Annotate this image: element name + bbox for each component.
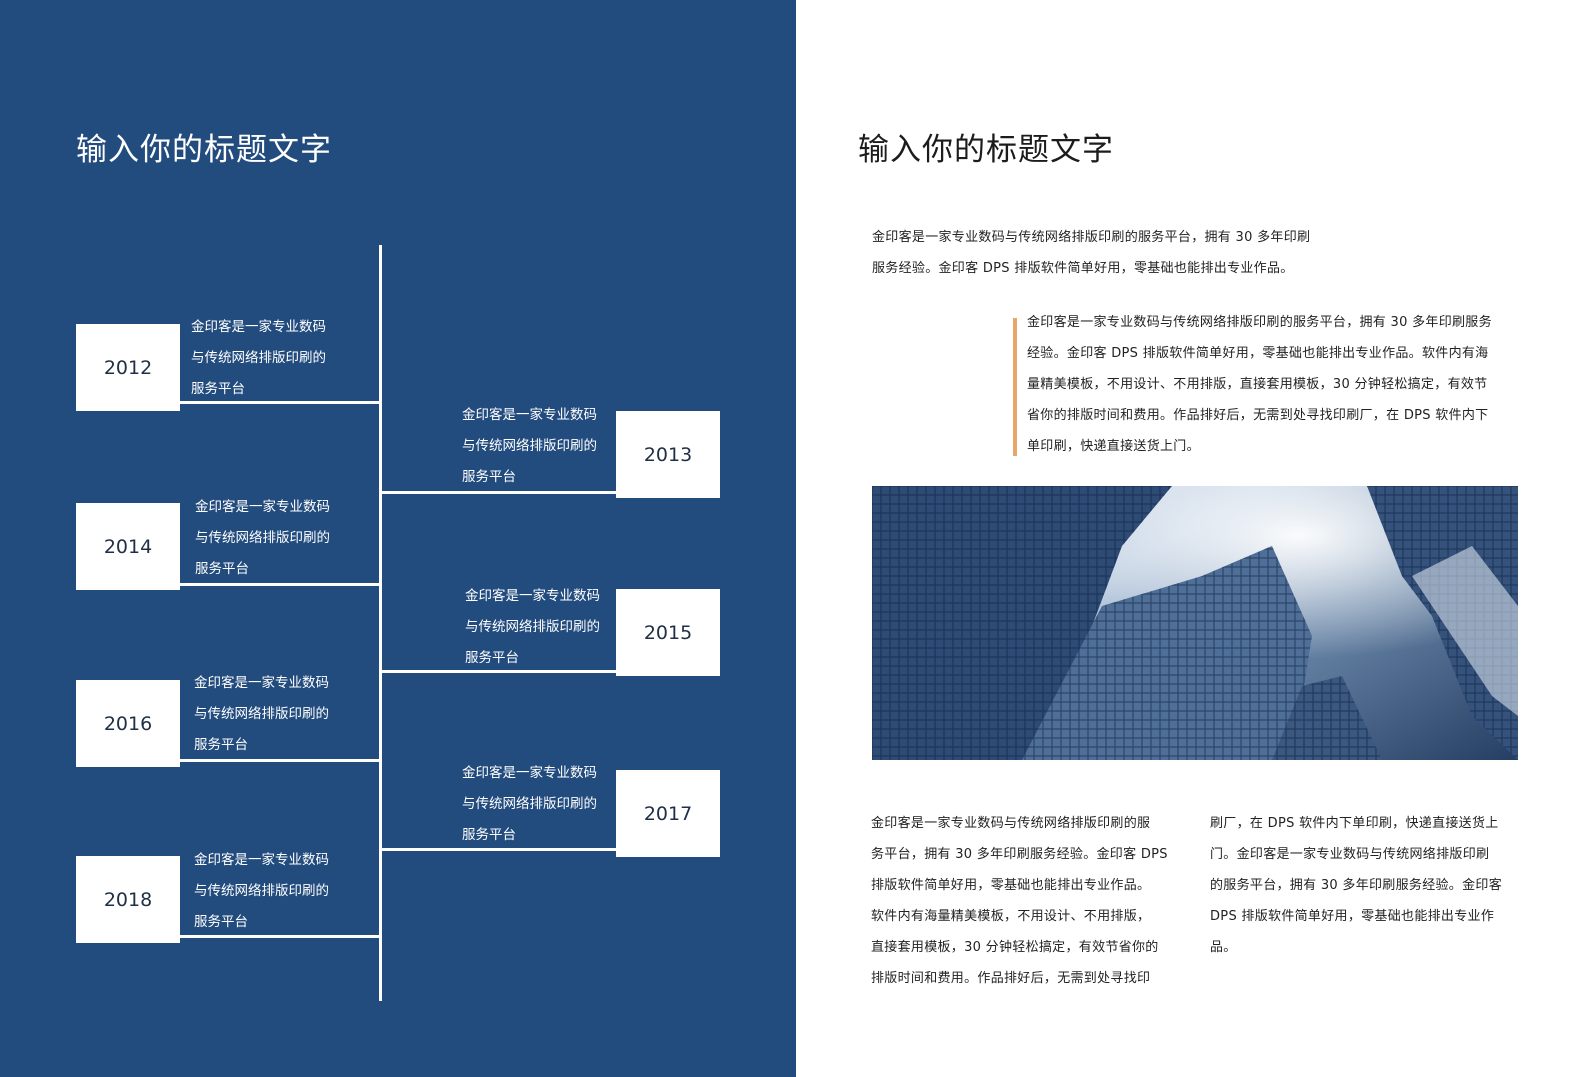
text-line: 刷厂，在 DPS 软件内下单印刷，快递直接送货上 [1210,816,1499,831]
text-line: 金印客是一家专业数码与传统网络排版印刷的服务平台，拥有 30 多年印刷服务 [1027,315,1492,330]
text-line: 金印客是一家专业数码 [462,765,597,781]
timeline-connector [180,583,380,586]
timeline-connector [380,670,620,673]
text-line: 量精美模板，不用设计、不用排版，直接套用模板，30 分钟轻松搞定，有效节 [1027,377,1488,392]
timeline-text: 金印客是一家专业数码 与传统网络排版印刷的 服务平台 [194,668,364,761]
year-box: 2014 [76,503,180,590]
text-line: 直接套用模板，30 分钟轻松搞定，有效节省你的 [871,940,1159,955]
text-line: 单印刷，快递直接送货上门。 [1027,439,1200,454]
year-box: 2017 [616,770,720,857]
skyscraper-photo [872,486,1518,760]
timeline-text: 金印客是一家专业数码 与传统网络排版印刷的 服务平台 [462,758,632,851]
year-box: 2013 [616,411,720,498]
text-line: 与传统网络排版印刷的 [194,883,329,899]
quote-paragraph: 金印客是一家专业数码与传统网络排版印刷的服务平台，拥有 30 多年印刷服务 经验… [1027,307,1527,462]
timeline-connector [180,935,380,938]
text-line: 省你的排版时间和费用。作品排好后，无需到处寻找印刷厂，在 DPS 软件内下 [1027,408,1489,423]
year-box: 2016 [76,680,180,767]
text-line: 服务平台 [462,469,516,485]
text-line: 与传统网络排版印刷的 [195,530,330,546]
timeline-connector [380,848,620,851]
left-page-title: 输入你的标题文字 [76,132,332,168]
text-line: 金印客是一家专业数码与传统网络排版印刷的服务平台，拥有 30 多年印刷 [872,230,1311,245]
text-line: 品。 [1210,940,1237,955]
timeline-text: 金印客是一家专业数码 与传统网络排版印刷的 服务平台 [194,845,364,938]
text-line: 与传统网络排版印刷的 [194,706,329,722]
text-line: 金印客是一家专业数码 [191,319,326,335]
timeline-connector [180,759,380,762]
text-line: 服务平台 [462,827,516,843]
left-page: 输入你的标题文字 2012 金印客是一家专业数码 与传统网络排版印刷的 服务平台… [0,0,796,1077]
text-line: 经验。金印客 DPS 排版软件简单好用，零基础也能排出专业作品。软件内有海 [1027,346,1489,361]
timeline-text: 金印客是一家专业数码 与传统网络排版印刷的 服务平台 [195,492,365,585]
text-line: 金印客是一家专业数码与传统网络排版印刷的服 [871,816,1151,831]
year-box: 2012 [76,324,180,411]
text-line: 服务平台 [191,381,245,397]
text-line: 的服务平台，拥有 30 多年印刷服务经验。金印客 [1210,878,1503,893]
text-line: 服务平台 [465,650,519,666]
text-line: 服务经验。金印客 DPS 排版软件简单好用，零基础也能排出专业作品。 [872,261,1294,276]
text-line: 与传统网络排版印刷的 [462,796,597,812]
text-line: 金印客是一家专业数码 [194,675,329,691]
year-box: 2018 [76,856,180,943]
text-line: 服务平台 [194,737,248,753]
timeline-axis [379,245,382,1001]
text-line: 金印客是一家专业数码 [195,499,330,515]
text-line: 金印客是一家专业数码 [465,588,600,604]
text-line: 务平台，拥有 30 多年印刷服务经验。金印客 DPS [871,847,1168,862]
text-line: 与传统网络排版印刷的 [191,350,326,366]
right-page-title: 输入你的标题文字 [858,132,1114,168]
timeline-connector [380,491,620,494]
right-page: 输入你的标题文字 金印客是一家专业数码与传统网络排版印刷的服务平台，拥有 30 … [796,0,1588,1077]
body-column-1: 金印客是一家专业数码与传统网络排版印刷的服 务平台，拥有 30 多年印刷服务经验… [871,808,1183,994]
timeline-text: 金印客是一家专业数码 与传统网络排版印刷的 服务平台 [465,581,635,674]
text-line: 排版时间和费用。作品排好后，无需到处寻找印 [871,971,1151,986]
text-line: 门。金印客是一家专业数码与传统网络排版印刷 [1210,847,1490,862]
year-box: 2015 [616,589,720,676]
text-line: 与传统网络排版印刷的 [462,438,597,454]
timeline-text: 金印客是一家专业数码 与传统网络排版印刷的 服务平台 [191,312,361,405]
text-line: 服务平台 [195,561,249,577]
quote-accent-bar [1013,318,1017,456]
text-line: DPS 排版软件简单好用，零基础也能排出专业作 [1210,909,1495,924]
timeline-connector [180,401,380,404]
intro-paragraph: 金印客是一家专业数码与传统网络排版印刷的服务平台，拥有 30 多年印刷 服务经验… [872,222,1392,284]
skyscraper-illustration [872,486,1518,760]
body-column-2: 刷厂，在 DPS 软件内下单印刷，快递直接送货上 门。金印客是一家专业数码与传统… [1210,808,1522,963]
text-line: 与传统网络排版印刷的 [465,619,600,635]
text-line: 金印客是一家专业数码 [462,407,597,423]
text-line: 服务平台 [194,914,248,930]
text-line: 软件内有海量精美模板，不用设计、不用排版， [871,909,1151,924]
text-line: 排版软件简单好用，零基础也能排出专业作品。 [871,878,1151,893]
text-line: 金印客是一家专业数码 [194,852,329,868]
timeline-text: 金印客是一家专业数码 与传统网络排版印刷的 服务平台 [462,400,632,493]
